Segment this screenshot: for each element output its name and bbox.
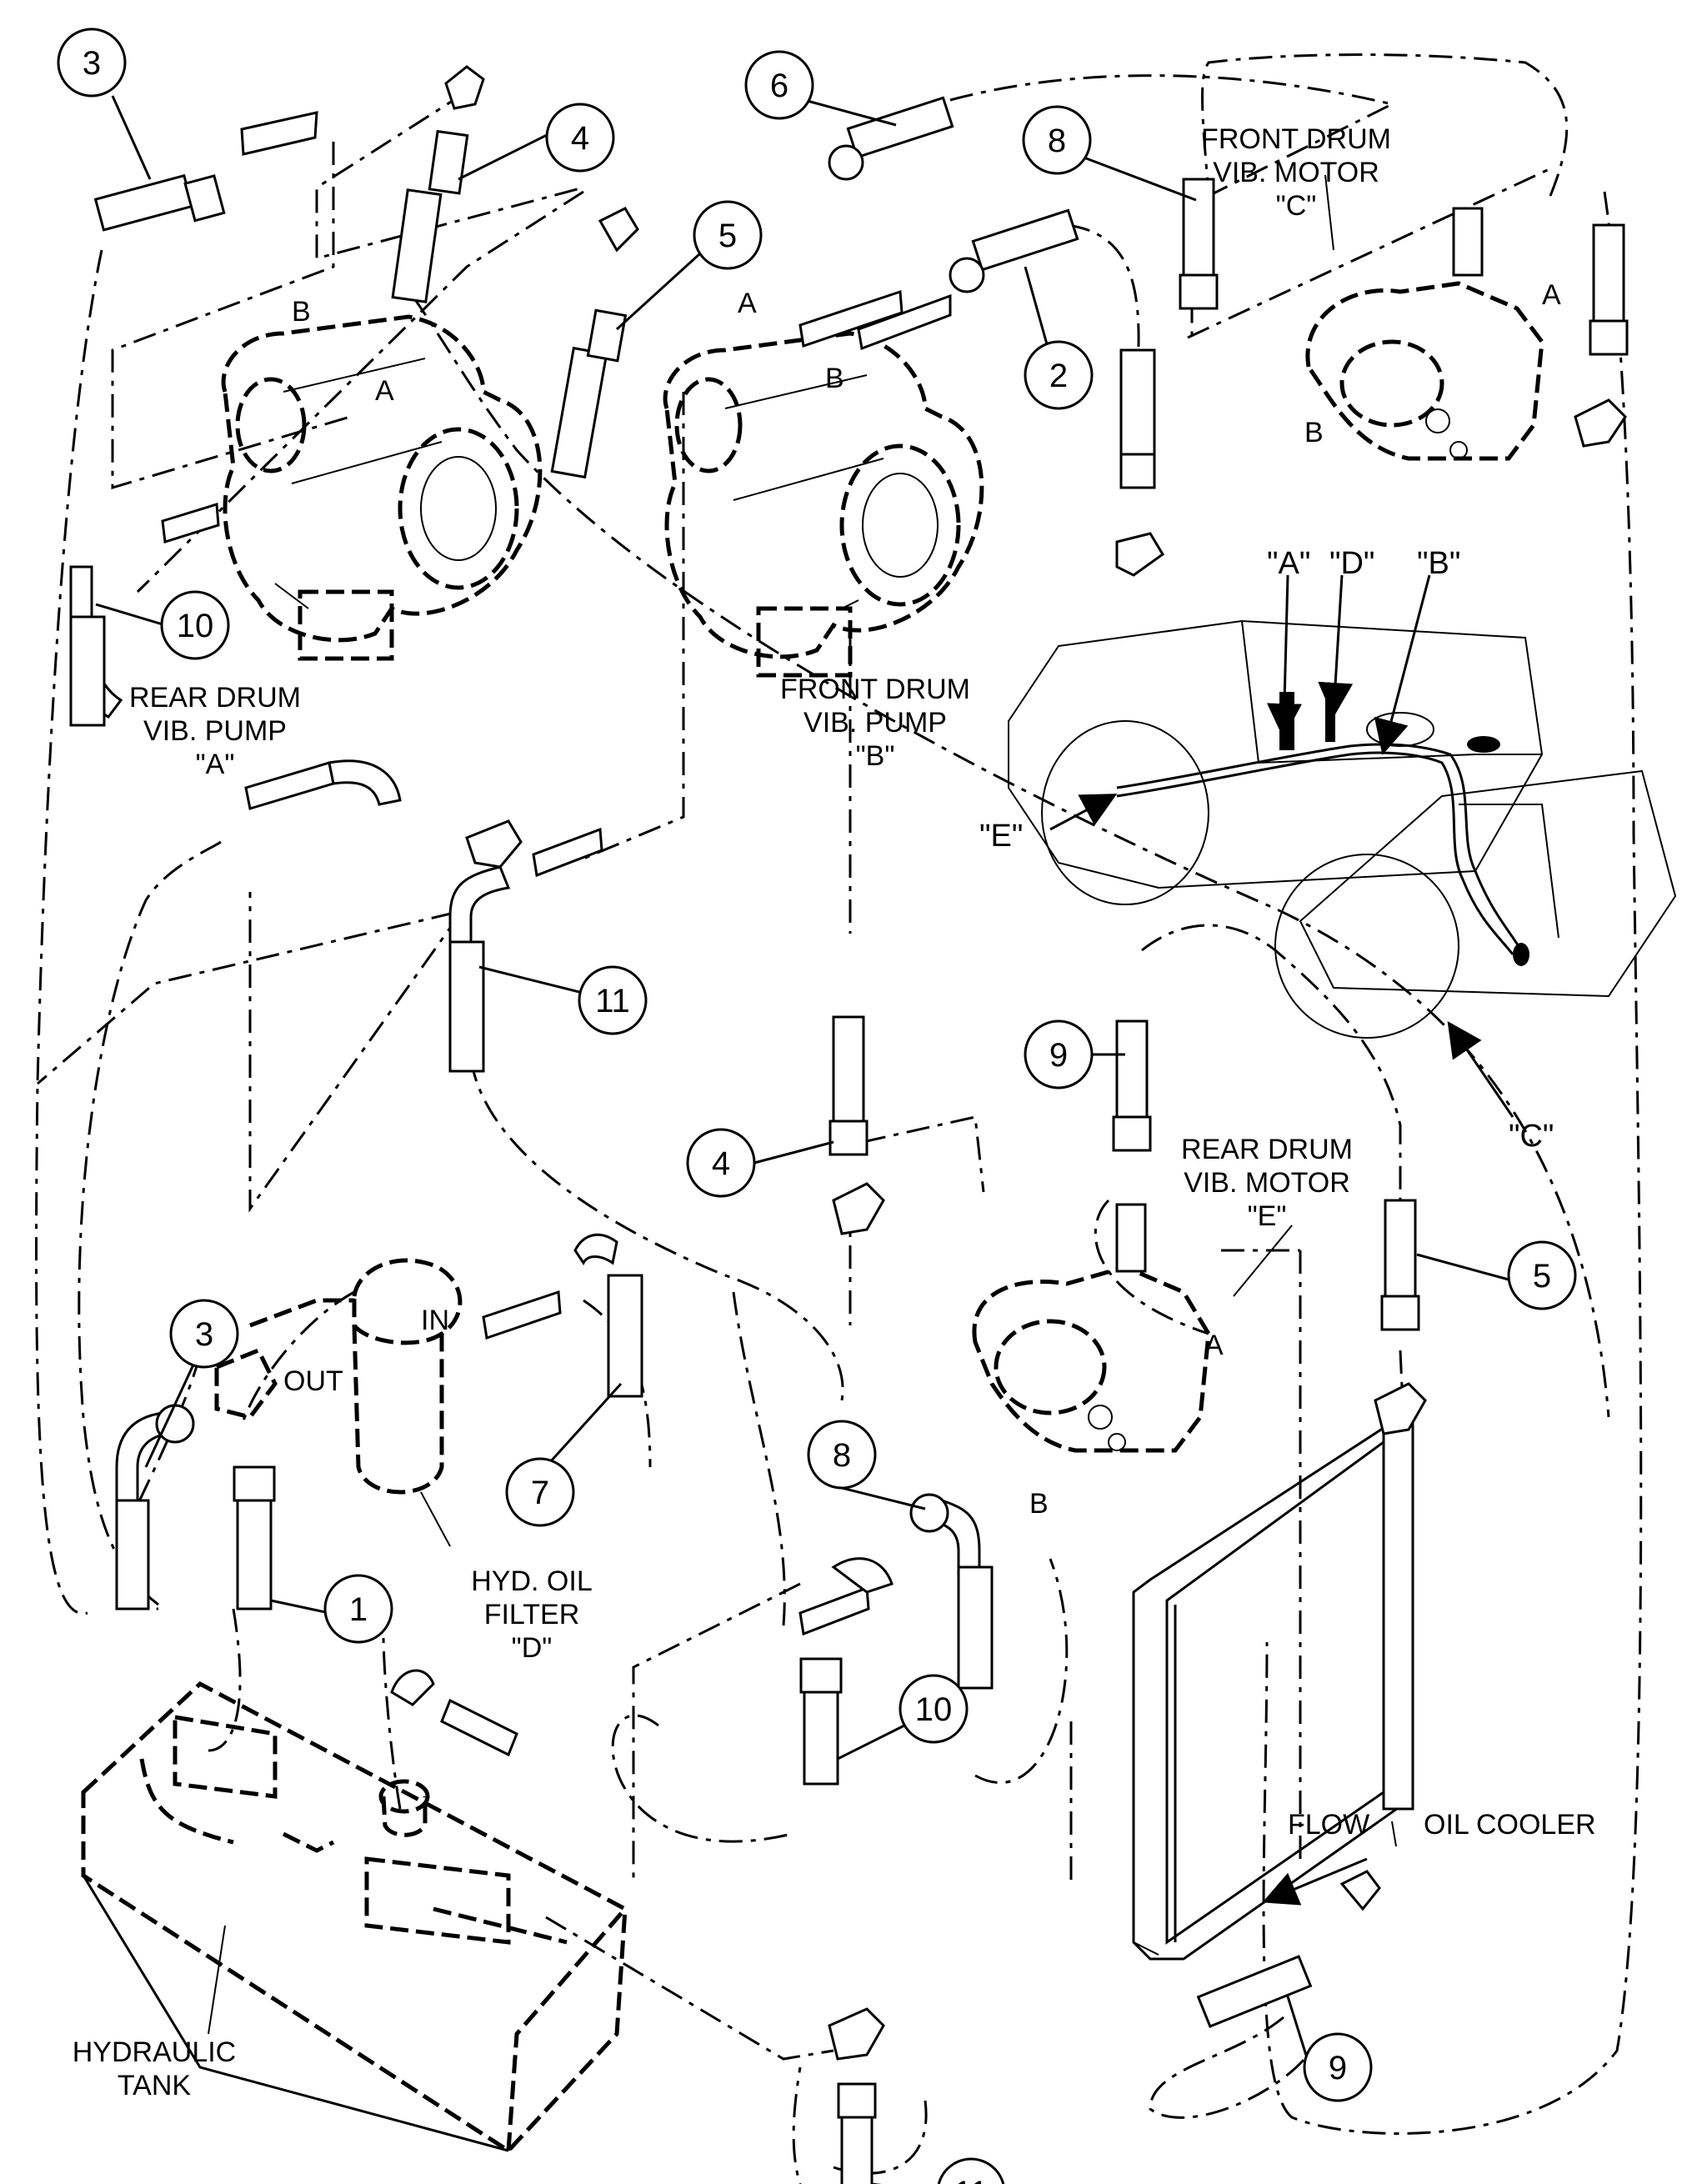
svg-text:REAR DRUM: REAR DRUM bbox=[129, 682, 301, 714]
svg-text:"B": "B" bbox=[856, 740, 895, 772]
leader-machine-c bbox=[1447, 1021, 1514, 1118]
svg-text:7: 7 bbox=[531, 1475, 549, 1511]
callout-2: 2 bbox=[1024, 340, 1094, 410]
svg-text:3: 3 bbox=[83, 45, 101, 82]
callout-4-top: 4 bbox=[545, 103, 615, 173]
label-hydraulic-tank: HYDRAULIC TANK bbox=[73, 2036, 236, 2101]
callout-3-top: 3 bbox=[57, 28, 127, 98]
leader-machine-d bbox=[1318, 574, 1354, 718]
label-front-drum-vib-pump: FRONT DRUM VIB. PUMP "B" bbox=[780, 674, 970, 772]
label-filter-in: IN bbox=[421, 1305, 449, 1336]
svg-text:6: 6 bbox=[770, 68, 788, 104]
svg-text:5: 5 bbox=[1533, 1258, 1551, 1295]
leader-machine-e bbox=[1049, 794, 1118, 831]
callout-7: 7 bbox=[505, 1457, 575, 1527]
label-rear-drum-vib-motor: REAR DRUM VIB. MOTOR "E" bbox=[1181, 1134, 1353, 1232]
label-front-drum-vib-motor: FRONT DRUM VIB. MOTOR "C" bbox=[1201, 123, 1391, 222]
front-drum-vib-motor bbox=[1305, 281, 1544, 461]
svg-text:3: 3 bbox=[195, 1316, 213, 1353]
callout-9-lower: 9 bbox=[1303, 2032, 1373, 2102]
machine-ref-a: "A" bbox=[1267, 546, 1310, 581]
callout-5-top: 5 bbox=[693, 200, 763, 270]
machine-ref-b: "B" bbox=[1417, 546, 1460, 581]
svg-text:"D": "D" bbox=[512, 1632, 553, 1664]
svg-text:FRONT DRUM: FRONT DRUM bbox=[780, 674, 970, 705]
callout-4-lower: 4 bbox=[686, 1128, 756, 1198]
svg-text:VIB. MOTOR: VIB. MOTOR bbox=[1213, 157, 1379, 188]
callout-11-lower: 11 bbox=[937, 2157, 1005, 2184]
label-oil-cooler: OIL COOLER bbox=[1424, 1809, 1596, 1841]
svg-text:"E": "E" bbox=[1248, 1200, 1287, 1232]
svg-text:4: 4 bbox=[712, 1145, 730, 1182]
label-hyd-oil-filter: HYD. OIL FILTER "D" bbox=[471, 1565, 592, 1664]
svg-text:VIB. PUMP: VIB. PUMP bbox=[803, 707, 947, 739]
label-rear-drum-vib-pump: REAR DRUM VIB. PUMP "A" bbox=[129, 682, 301, 780]
svg-text:"C": "C" bbox=[1276, 190, 1317, 222]
oil-cooler bbox=[1132, 1415, 1414, 1961]
svg-text:HYD. OIL: HYD. OIL bbox=[471, 1565, 592, 1597]
machine-overview bbox=[1008, 619, 1677, 1039]
machine-ref-c: "C" bbox=[1509, 1119, 1554, 1154]
label-flow: FLOW bbox=[1288, 1809, 1369, 1841]
label-filter-out: OUT bbox=[283, 1365, 343, 1397]
svg-text:9: 9 bbox=[1329, 2050, 1347, 2086]
svg-text:5: 5 bbox=[718, 218, 737, 254]
port-letter: B bbox=[1304, 417, 1324, 448]
machine-ref-d: "D" bbox=[1329, 546, 1374, 581]
svg-text:9: 9 bbox=[1049, 1037, 1068, 1074]
port-letter: A bbox=[1542, 279, 1561, 311]
callout-10-top: 10 bbox=[160, 590, 230, 660]
hose-routes bbox=[35, 53, 1643, 2184]
port-letter: A bbox=[1204, 1330, 1224, 1361]
svg-text:VIB. PUMP: VIB. PUMP bbox=[143, 715, 287, 747]
rear-drum-vib-motor bbox=[972, 1265, 1211, 1453]
callout-1: 1 bbox=[323, 1574, 393, 1644]
svg-text:10: 10 bbox=[915, 1691, 953, 1728]
port-letter: B bbox=[292, 296, 311, 328]
callout-8-lower: 8 bbox=[807, 1420, 877, 1490]
port-letter: A bbox=[738, 288, 757, 319]
machine-ref-e: "E" bbox=[979, 819, 1023, 854]
svg-text:VIB. MOTOR: VIB. MOTOR bbox=[1184, 1167, 1350, 1199]
rear-drum-vib-pump bbox=[221, 314, 543, 661]
front-drum-vib-pump bbox=[663, 331, 984, 678]
svg-text:10: 10 bbox=[177, 608, 214, 644]
callout-6: 6 bbox=[744, 50, 814, 120]
svg-text:REAR DRUM: REAR DRUM bbox=[1181, 1134, 1353, 1165]
callout-3-lower: 3 bbox=[169, 1299, 239, 1369]
port-letter: B bbox=[1029, 1488, 1049, 1520]
svg-text:FRONT DRUM: FRONT DRUM bbox=[1201, 123, 1391, 155]
callout-8-top: 8 bbox=[1022, 105, 1092, 175]
hose-fittings bbox=[69, 65, 1629, 2184]
port-letter: B bbox=[825, 363, 844, 394]
svg-text:1: 1 bbox=[349, 1591, 368, 1628]
svg-text:FILTER: FILTER bbox=[484, 1599, 580, 1630]
leader-machine-a bbox=[1266, 574, 1302, 739]
callout-9-top: 9 bbox=[1024, 1019, 1094, 1089]
svg-text:4: 4 bbox=[571, 120, 589, 157]
svg-text:HYDRAULIC: HYDRAULIC bbox=[73, 2036, 236, 2068]
svg-text:2: 2 bbox=[1049, 358, 1068, 394]
port-letter: A bbox=[375, 375, 394, 407]
callout-10-lower: 10 bbox=[899, 1674, 969, 1744]
flow-arrow bbox=[1262, 1857, 1368, 1906]
hydraulic-tank bbox=[81, 1681, 628, 2154]
hydraulic-oil-filter bbox=[214, 1258, 463, 1495]
svg-text:8: 8 bbox=[1048, 123, 1066, 159]
callout-11-top: 11 bbox=[578, 965, 648, 1035]
callout-5-right: 5 bbox=[1507, 1240, 1577, 1310]
svg-text:11: 11 bbox=[954, 2175, 989, 2184]
leader-machine-b bbox=[1374, 574, 1431, 755]
svg-text:11: 11 bbox=[595, 983, 630, 1019]
svg-text:TANK: TANK bbox=[118, 2070, 191, 2101]
svg-text:"A": "A" bbox=[196, 749, 235, 780]
svg-text:8: 8 bbox=[833, 1437, 851, 1474]
